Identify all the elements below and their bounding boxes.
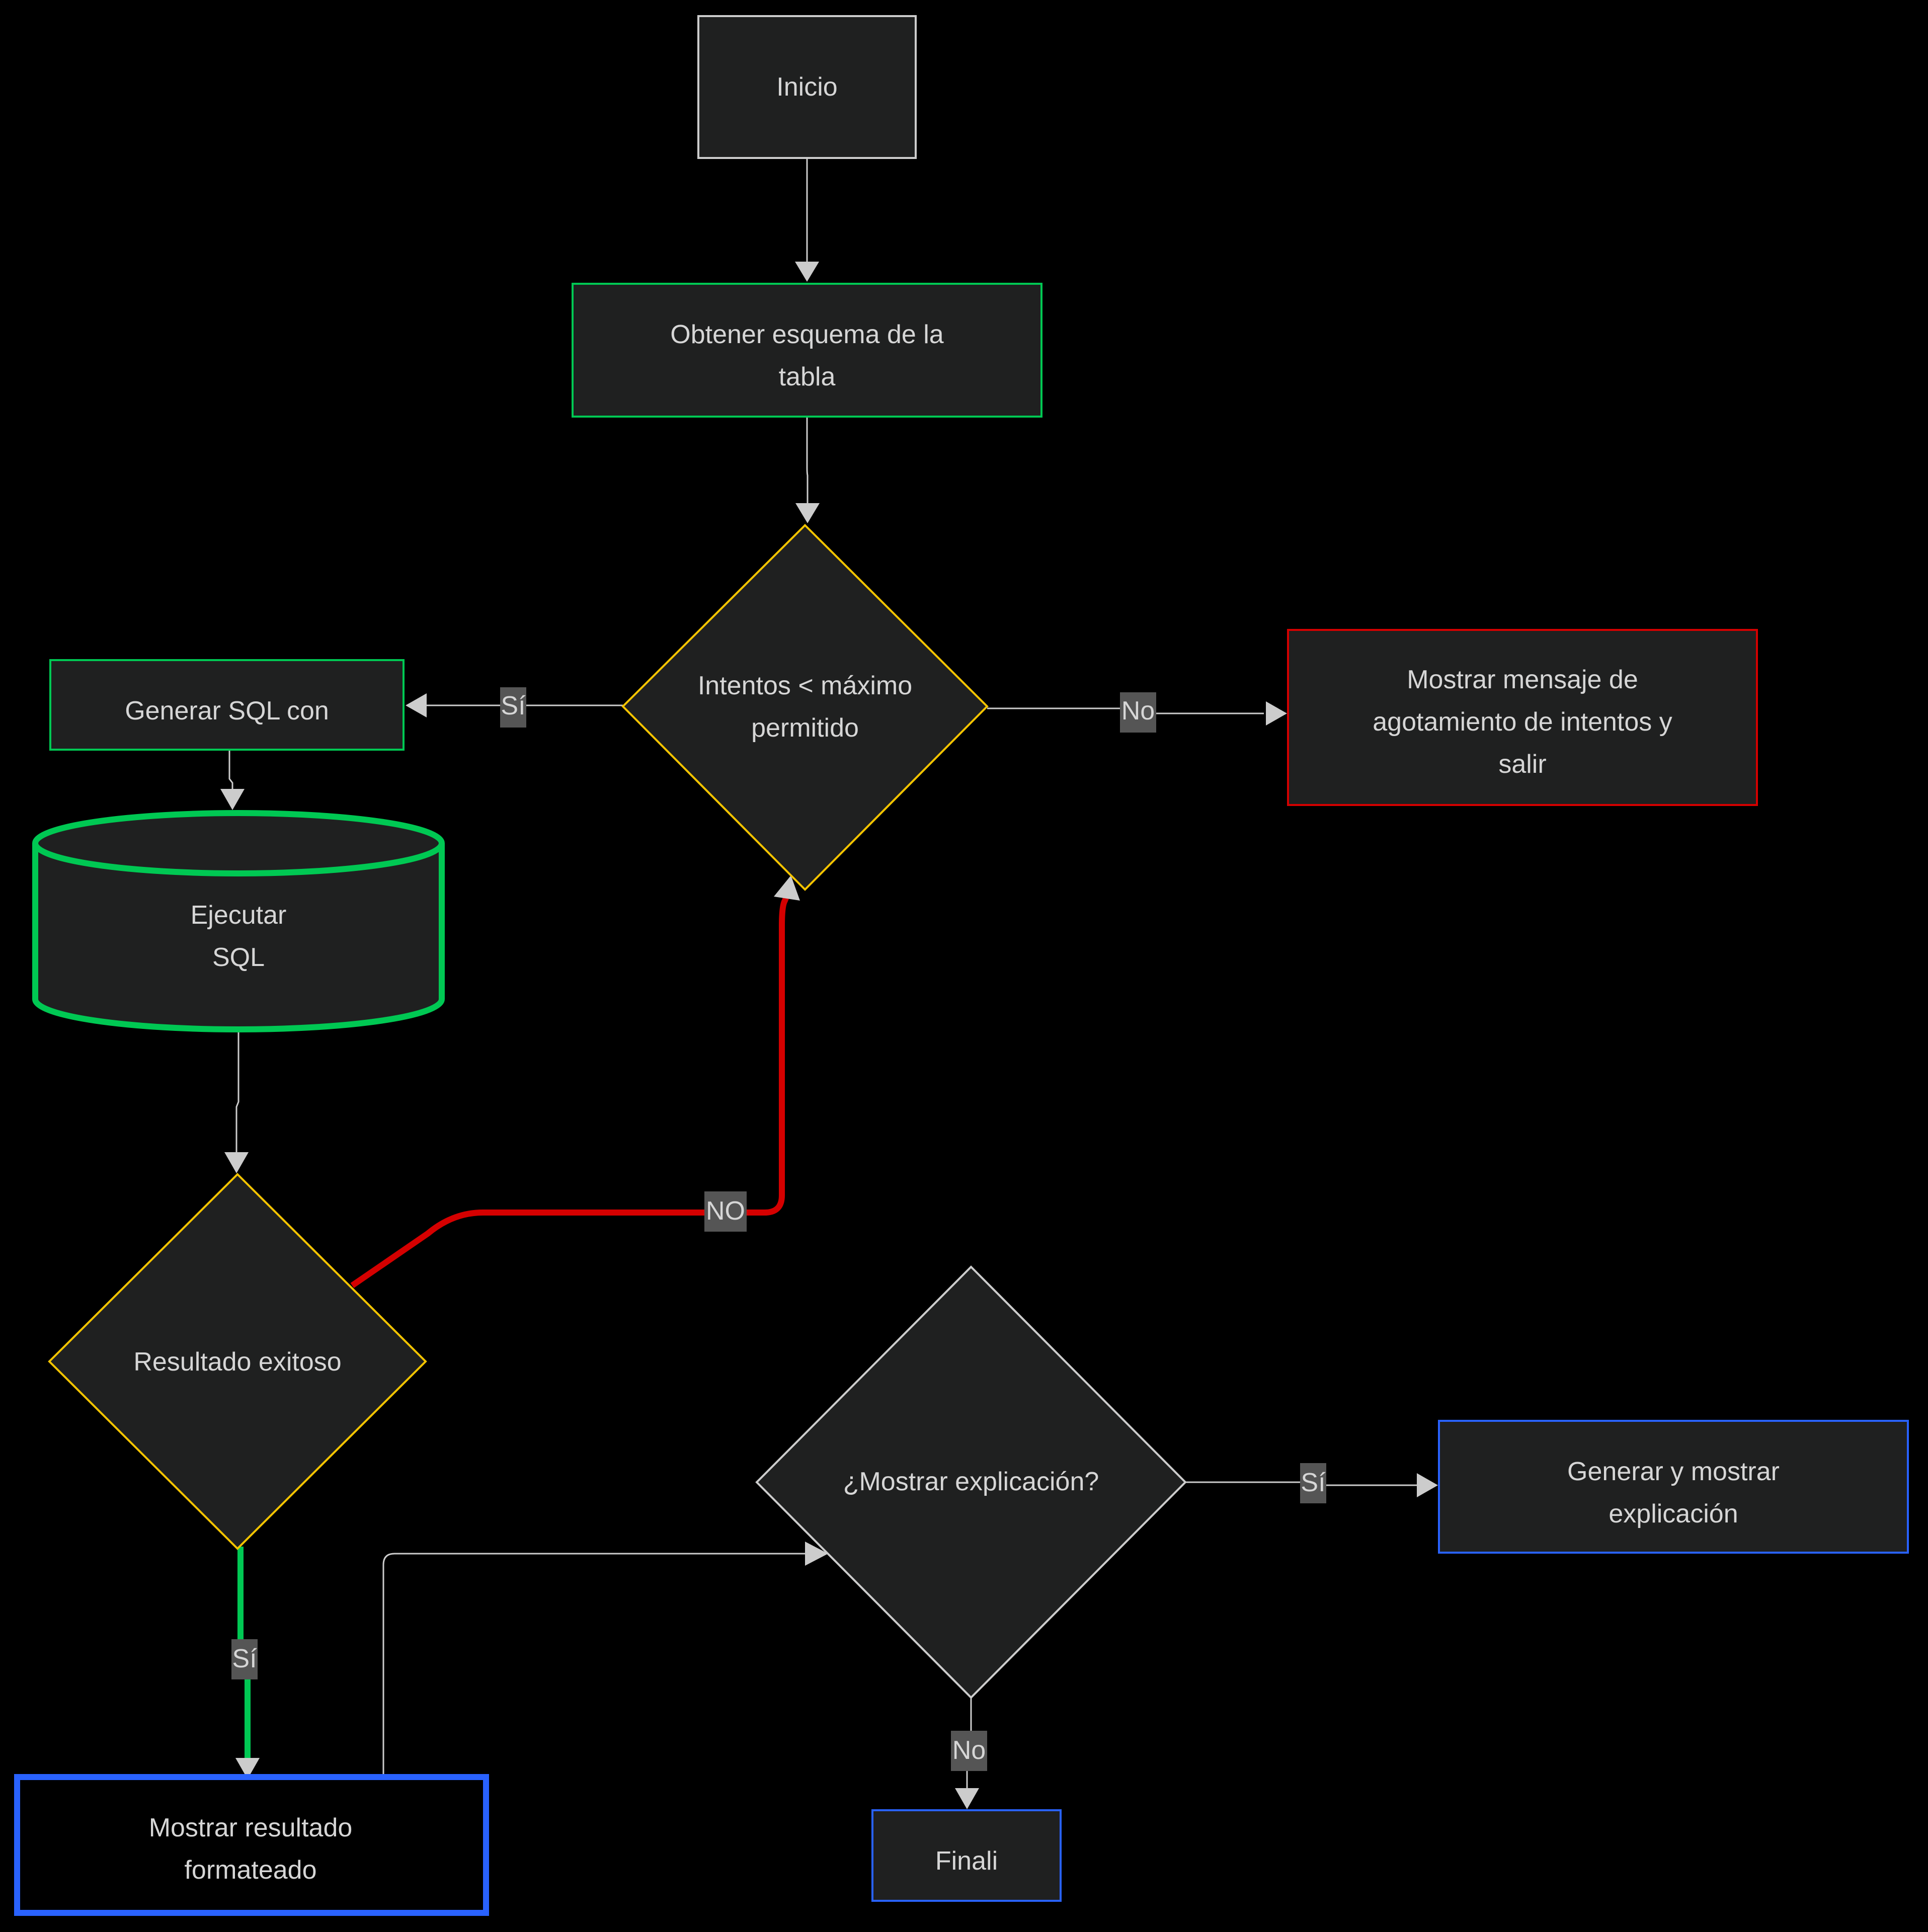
- node-final-label: Finali: [935, 1846, 998, 1876]
- arrowhead-icon: [1417, 1473, 1438, 1497]
- edge-ejecutar-resultado: [235, 1032, 239, 1152]
- edge-labels: Sí No NO Sí Sí No: [231, 687, 1326, 1771]
- edge-label-no-final: No: [951, 1731, 987, 1771]
- node-agotamiento-label-line1: Mostrar mensaje de: [1407, 665, 1638, 694]
- arrowhead-icon: [955, 1788, 979, 1809]
- arrowhead-icon: [774, 875, 800, 901]
- arrowhead-icon: [224, 1152, 249, 1173]
- svg-text:Sí: Sí: [232, 1644, 257, 1673]
- node-ejecutar-label-line2: SQL: [212, 943, 265, 972]
- svg-text:Sí: Sí: [501, 691, 526, 720]
- node-mostrar-resultado[interactable]: Mostrar resultado formateado: [14, 1774, 489, 1916]
- node-obtener-label-line1: Obtener esquema de la: [670, 320, 944, 349]
- arrowhead-icon: [795, 503, 820, 523]
- node-generar-explicacion-label-line2: explicación: [1609, 1499, 1738, 1528]
- node-inicio-label: Inicio: [776, 72, 837, 102]
- node-generar-sql-label: Generar SQL con: [125, 696, 329, 726]
- node-explicacion-decision[interactable]: ¿Mostrar explicación?: [755, 1265, 1187, 1699]
- edge-label-si-resultado: Sí: [231, 1639, 258, 1679]
- node-generar-explicacion-label-line1: Generar y mostrar: [1567, 1457, 1780, 1486]
- svg-text:Sí: Sí: [1301, 1468, 1326, 1497]
- node-resultado-decision[interactable]: Resultado exitoso: [48, 1173, 427, 1550]
- svg-text:No: No: [1121, 696, 1155, 726]
- arrowhead-icon: [220, 789, 245, 810]
- node-mostrar-resultado-label-line1: Mostrar resultado: [149, 1813, 353, 1842]
- node-intentos-label-line2: permitido: [751, 713, 859, 743]
- arrowhead-icon: [805, 1542, 828, 1566]
- node-ejecutar-label-line1: Ejecutar: [191, 901, 287, 930]
- edge-resultado-intentos-retry: [350, 894, 790, 1288]
- node-obtener-esquema[interactable]: Obtener esquema de la tabla: [572, 283, 1042, 418]
- arrowhead-icon: [406, 693, 427, 717]
- edge-label-si-generar: Sí: [500, 687, 526, 728]
- node-intentos-label-line1: Intentos < máximo: [698, 671, 912, 700]
- node-resultado-label: Resultado exitoso: [133, 1347, 341, 1377]
- edge-obtener-intentos: [806, 417, 809, 503]
- node-ejecutar-sql[interactable]: Ejecutar SQL: [32, 810, 445, 1032]
- edge-generar-sql-ejecutar: [228, 750, 233, 789]
- node-mostrar-resultado-label-line2: formateado: [184, 1856, 316, 1885]
- node-obtener-label-line2: tabla: [779, 362, 836, 391]
- node-explicacion-label: ¿Mostrar explicación?: [843, 1467, 1099, 1496]
- nodes: Inicio Obtener esquema de la tabla Inten…: [14, 15, 1909, 1916]
- edge-label-no-agotamiento: No: [1120, 692, 1156, 733]
- node-agotamiento[interactable]: Mostrar mensaje de agotamiento de intent…: [1287, 629, 1758, 806]
- arrowhead-icon: [795, 262, 819, 282]
- node-agotamiento-label-line3: salir: [1498, 750, 1546, 779]
- node-final[interactable]: Finali: [871, 1809, 1062, 1902]
- arrowhead-icon: [235, 1758, 260, 1779]
- edge-label-si-explicacion: Sí: [1300, 1463, 1326, 1503]
- edges: [220, 158, 1438, 1809]
- arrowhead-icon: [1266, 701, 1287, 726]
- node-generar-explicacion[interactable]: Generar y mostrar explicación: [1438, 1420, 1909, 1554]
- edge-mostrar-explicacion: [382, 1553, 808, 1776]
- node-intentos-decision[interactable]: Intentos < máximo permitido: [621, 524, 989, 891]
- edge-label-no-reintento: NO: [704, 1191, 747, 1232]
- svg-text:NO: NO: [706, 1196, 745, 1226]
- node-generar-sql[interactable]: Generar SQL con: [49, 659, 405, 751]
- svg-text:No: No: [952, 1736, 986, 1765]
- node-agotamiento-label-line2: agotamiento de intentos y: [1373, 707, 1672, 737]
- node-inicio[interactable]: Inicio: [697, 15, 917, 159]
